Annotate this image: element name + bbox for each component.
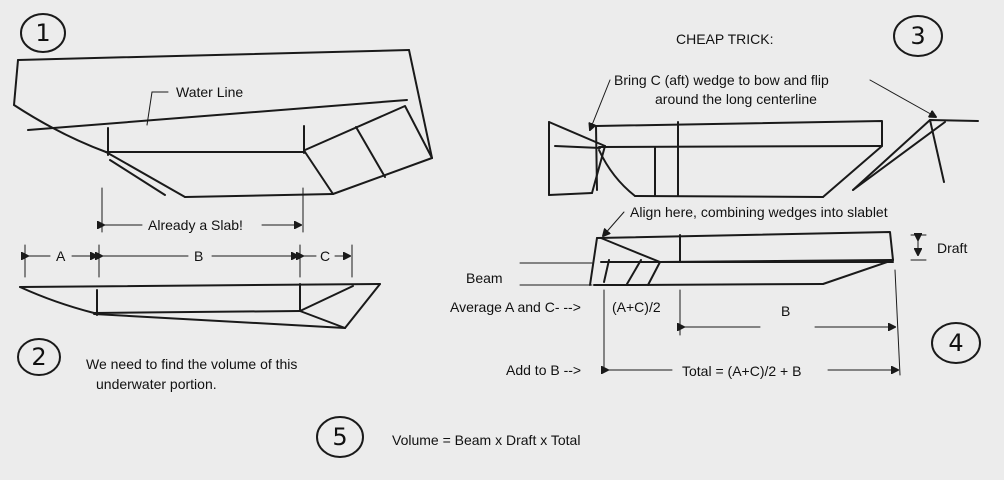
need-volume-text-line2: underwater portion. bbox=[96, 376, 217, 392]
step-1-number: 1 bbox=[35, 19, 51, 47]
cheap-trick-heading: CHEAP TRICK: bbox=[676, 31, 774, 47]
beam-label: Beam bbox=[466, 270, 503, 286]
step-3-number: 3 bbox=[910, 22, 926, 50]
underwater-portion-drawing bbox=[19, 244, 381, 329]
step-5-number: 5 bbox=[332, 423, 348, 451]
volume-formula: Volume = Beam x Draft x Total bbox=[392, 432, 581, 448]
bring-wedge-text-line1: Bring C (aft) wedge to bow and flip bbox=[614, 72, 829, 88]
slab-dimension bbox=[102, 187, 304, 233]
draft-label: Draft bbox=[937, 240, 968, 256]
step-4-number: 4 bbox=[948, 329, 964, 357]
bring-wedge-text-line2: around the long centerline bbox=[655, 91, 817, 107]
add-to-b-text: Add to B --> bbox=[506, 362, 582, 378]
align-here-text: Align here, combining wedges into slable… bbox=[630, 204, 888, 220]
dimension-a-label: A bbox=[54, 248, 68, 264]
slablet-drawing bbox=[519, 211, 927, 376]
dimension-c-label: C bbox=[318, 248, 333, 264]
dimension-b-bottom-label: B bbox=[781, 303, 791, 319]
step-circles bbox=[17, 13, 981, 458]
water-line-label: Water Line bbox=[176, 84, 244, 100]
average-a-c-text: Average A and C- --> bbox=[450, 299, 581, 315]
need-volume-text-line1: We need to find the volume of this bbox=[86, 356, 298, 372]
hull-full-drawing bbox=[13, 49, 433, 198]
step-2-number: 2 bbox=[31, 343, 47, 371]
wedge-flip-drawing bbox=[548, 79, 979, 198]
already-slab-label: Already a Slab! bbox=[146, 217, 245, 233]
total-formula: Total = (A+C)/2 + B bbox=[680, 363, 804, 379]
a-plus-c-half-label: (A+C)/2 bbox=[612, 299, 661, 315]
dimension-b-label: B bbox=[192, 248, 206, 264]
